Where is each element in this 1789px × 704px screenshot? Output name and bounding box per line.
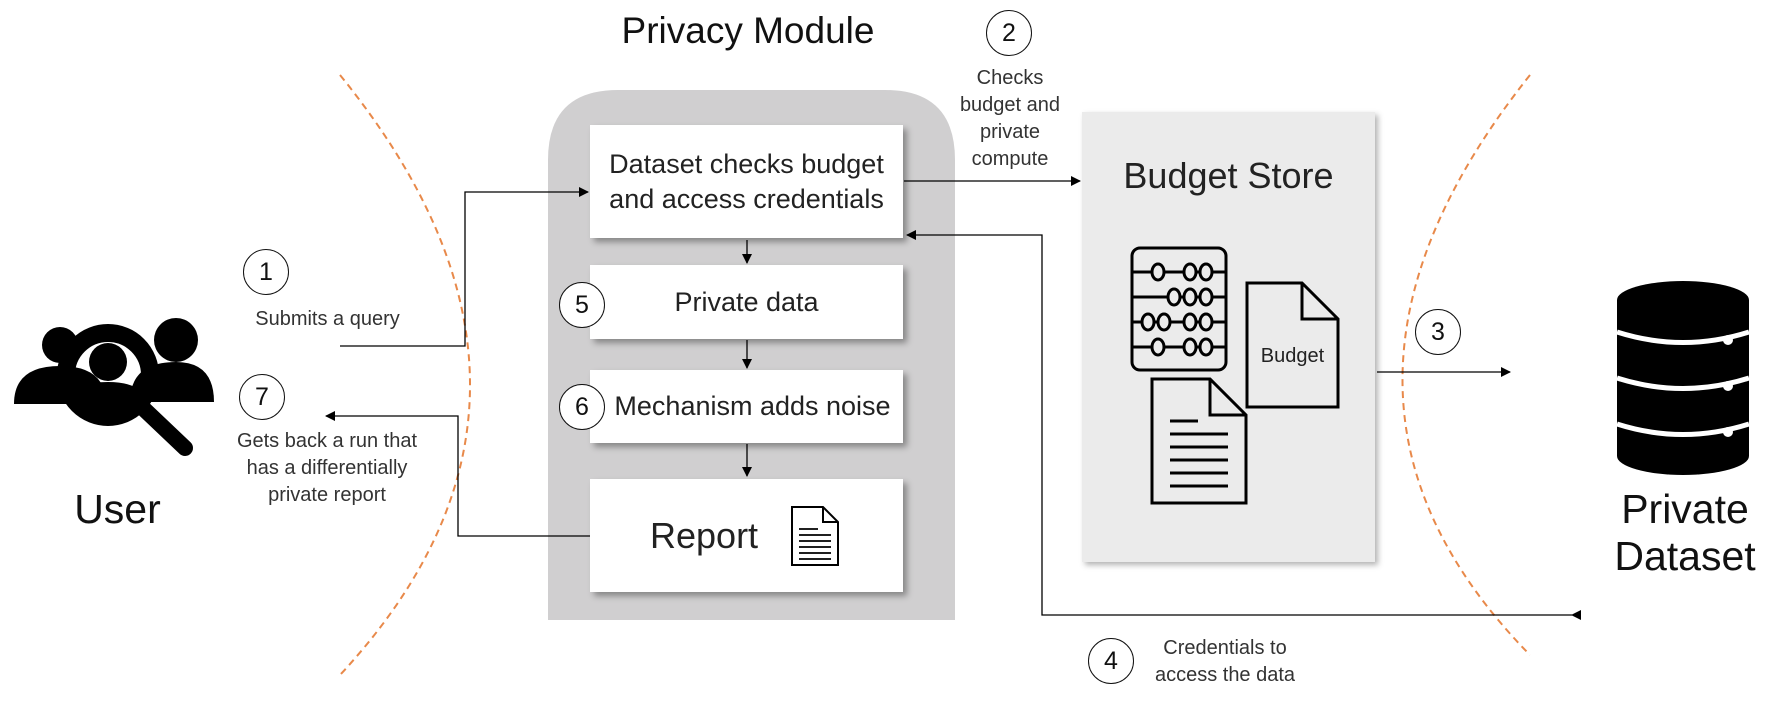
step-2-line: budget and (959, 94, 1061, 116)
database-icon (1616, 281, 1750, 475)
step-1-text: Submits a query (255, 308, 400, 330)
private-data-label: Private data (674, 286, 819, 317)
step-7-line: has a differentially (246, 457, 408, 479)
arrow-query-to-check (340, 187, 589, 347)
step-circle-2: 2 (986, 10, 1032, 56)
step-2-line: compute (971, 148, 1049, 170)
privacy-module-title: Privacy Module (621, 10, 875, 51)
user-search-icon (14, 318, 214, 456)
step-2-line: private (979, 121, 1041, 143)
report-label: Report (650, 514, 759, 556)
user-label: User (74, 486, 161, 532)
step-circle-5: 5 (559, 282, 605, 328)
document-icon (1150, 377, 1248, 505)
step-circle-7: 7 (239, 374, 285, 420)
step-circle-6: 6 (559, 384, 605, 430)
step-4-text: Credentials to access the data (1130, 635, 1320, 689)
arrow-report-to-user (325, 411, 590, 537)
step-4-line: Credentials to (1163, 637, 1287, 659)
check-credentials-label: Dataset checks budget and access credent… (609, 148, 884, 214)
step-7-line: private report (268, 484, 386, 506)
step-7-text: Gets back a run that has a differentiall… (212, 428, 442, 509)
mechanism-box: Mechanism adds noise (590, 370, 903, 443)
step-circle-1: 1 (243, 249, 289, 295)
report-box: Report (590, 479, 903, 592)
budget-doc-label: Budget (1260, 345, 1325, 367)
private-dataset-label: Private Dataset (1590, 486, 1780, 580)
private-data-box: Private data (590, 265, 903, 339)
arrow-credentials (906, 230, 1581, 620)
budget-document-icon (1245, 281, 1340, 409)
right-boundary-arc (1401, 74, 1531, 656)
check-credentials-box: Dataset checks budget and access credent… (590, 125, 903, 238)
step-circle-4: 4 (1088, 638, 1134, 684)
report-document-icon (791, 505, 840, 566)
step-circle-3: 3 (1415, 309, 1461, 355)
left-boundary-arc (339, 74, 471, 676)
mechanism-label: Mechanism adds noise (614, 391, 891, 421)
step-4-line: access the data (1154, 664, 1296, 686)
private-dataset-line2: Dataset (1614, 533, 1756, 579)
step-2-line: Checks (976, 67, 1044, 89)
private-dataset-line1: Private (1621, 486, 1749, 532)
step-2-text: Checks budget and private compute (940, 65, 1080, 173)
step-7-line: Gets back a run that (236, 430, 418, 452)
budget-store-title: Budget Store (1123, 155, 1334, 196)
abacus-icon (1130, 246, 1228, 372)
